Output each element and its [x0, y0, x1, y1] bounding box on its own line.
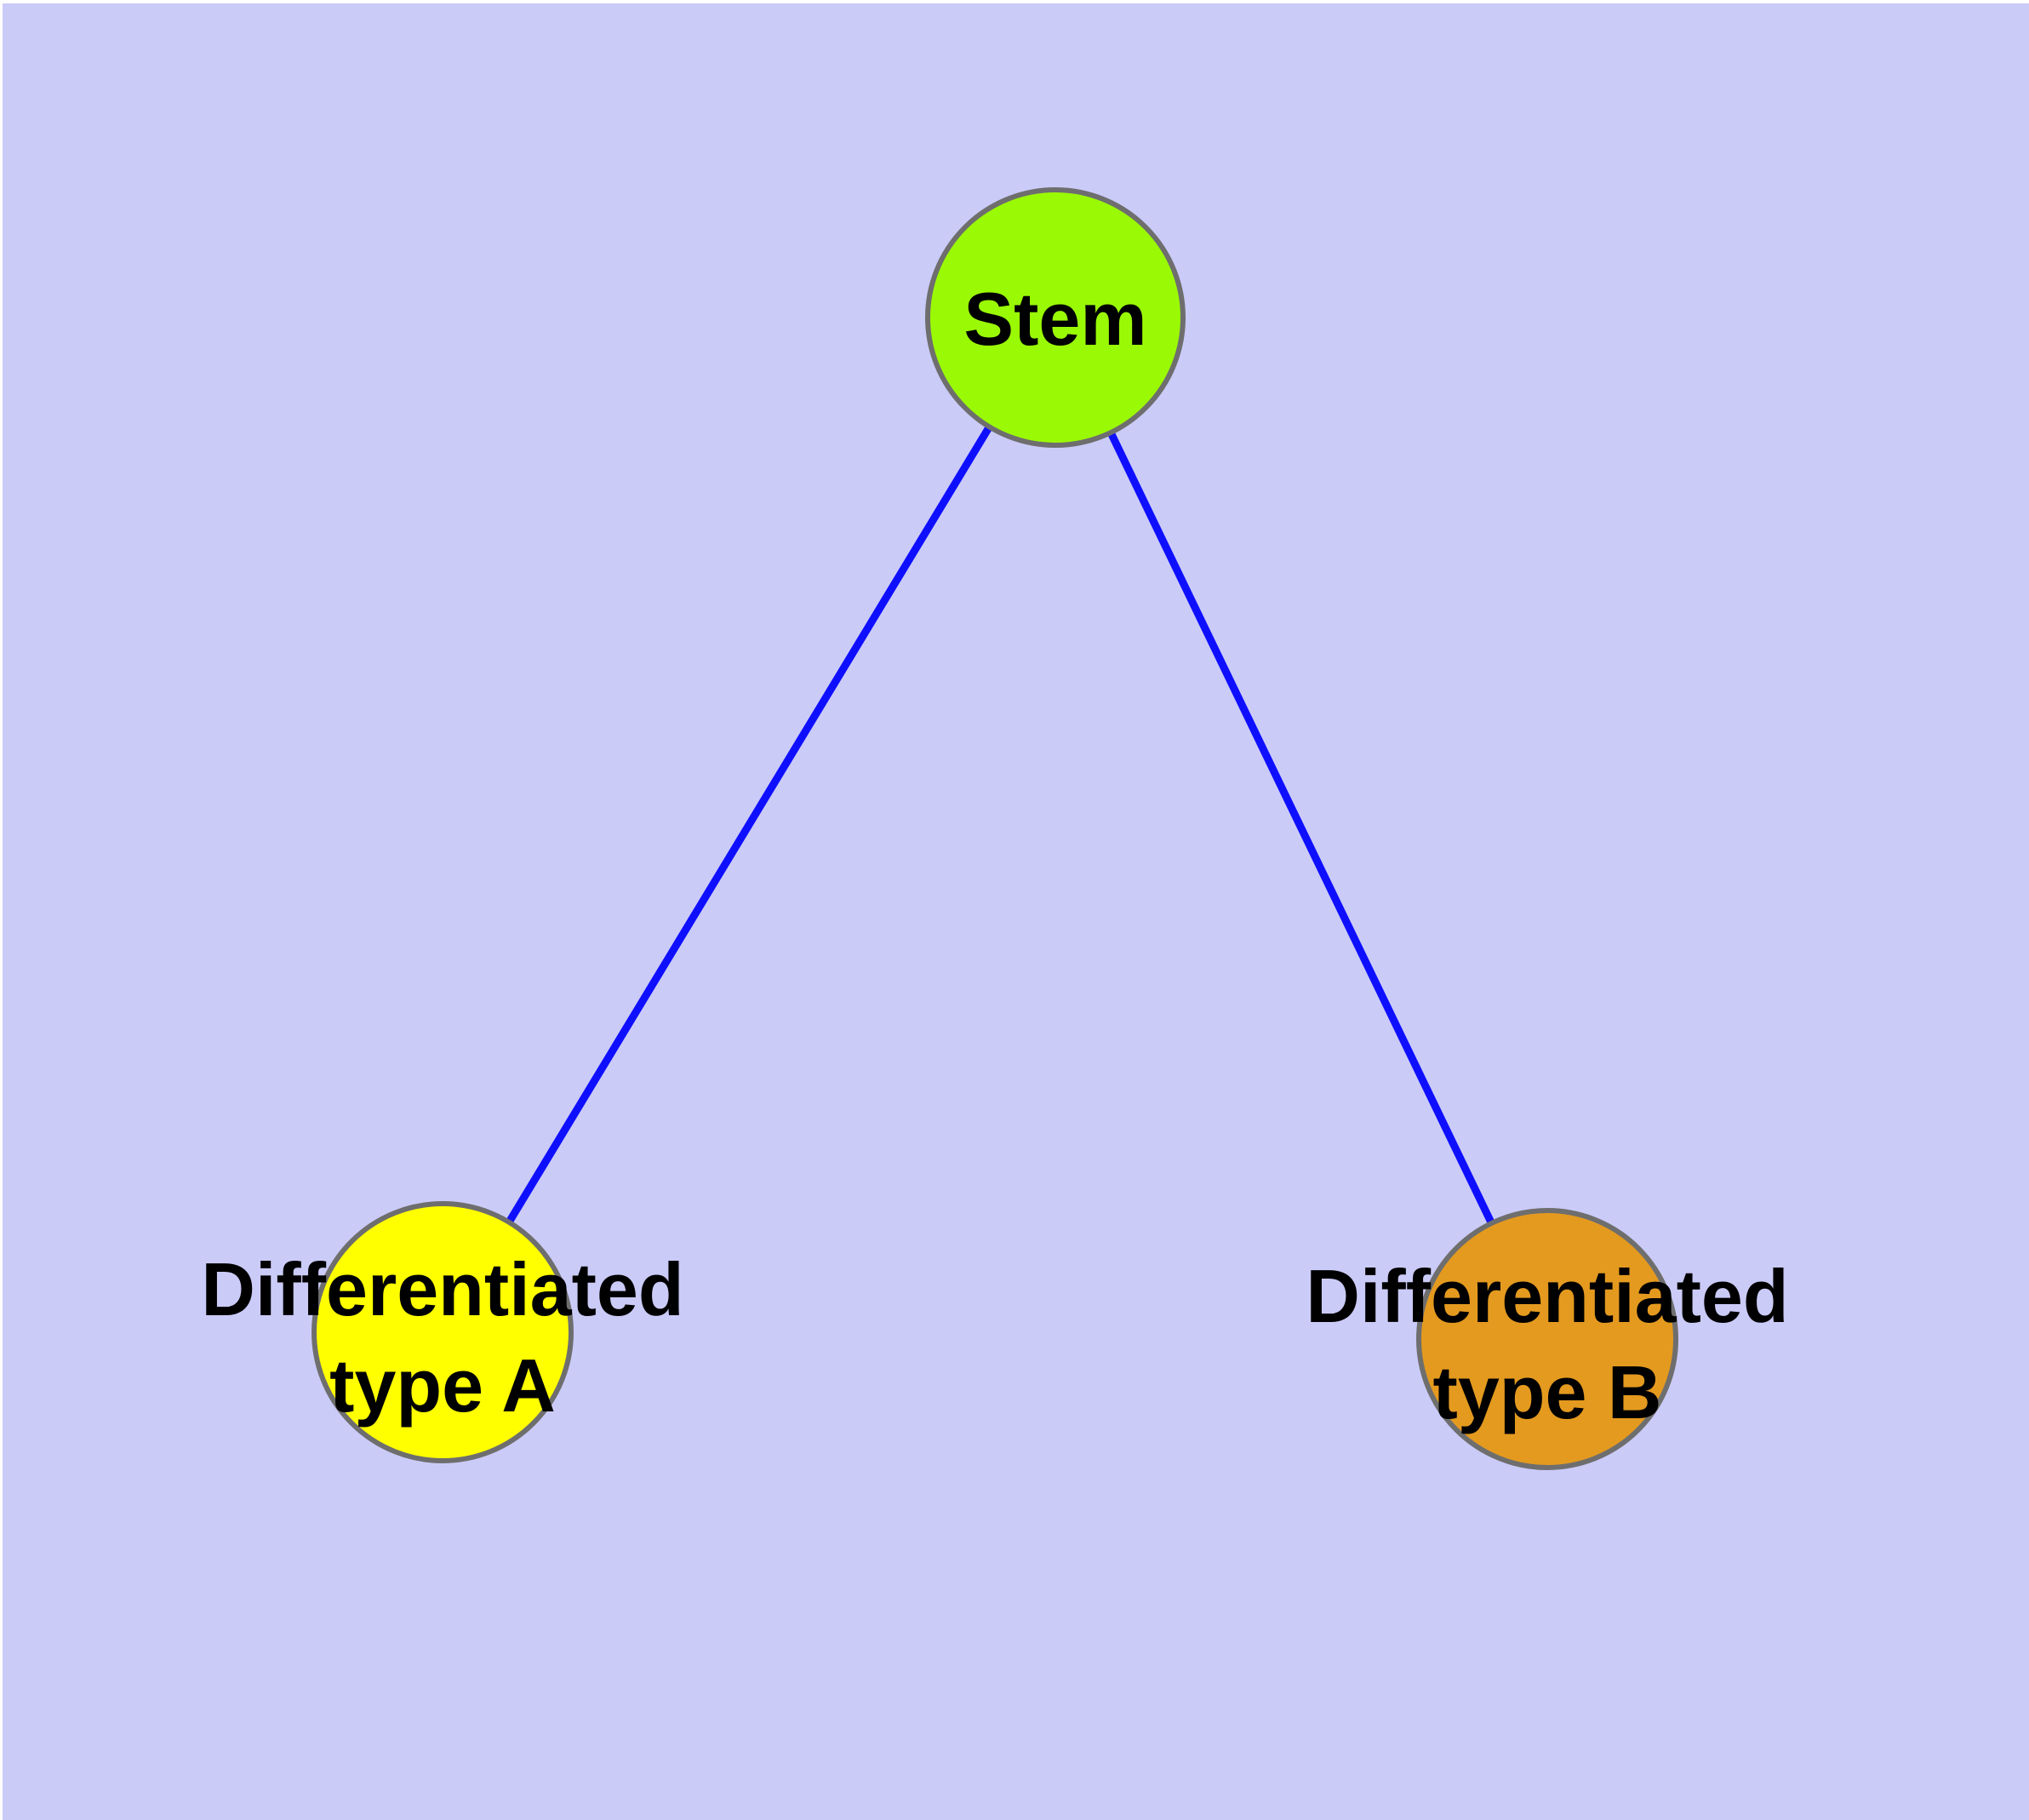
edge-stem-to-type-a	[439, 315, 1059, 1335]
node-type-b-circle	[1416, 1208, 1678, 1470]
edge-stem-to-type-b	[1051, 316, 1552, 1341]
node-type-b-label-line2: type B	[1433, 1350, 1662, 1434]
node-type-a-circle	[311, 1201, 574, 1463]
node-type-a-label-line1: Differentiated	[201, 1247, 683, 1331]
node-type-b-label-line1: Differentiated	[1306, 1254, 1788, 1338]
node-type-a-label-line2: type A	[329, 1343, 556, 1428]
node-stem-label: Stem	[963, 277, 1146, 361]
node-stem-circle	[925, 187, 1186, 448]
